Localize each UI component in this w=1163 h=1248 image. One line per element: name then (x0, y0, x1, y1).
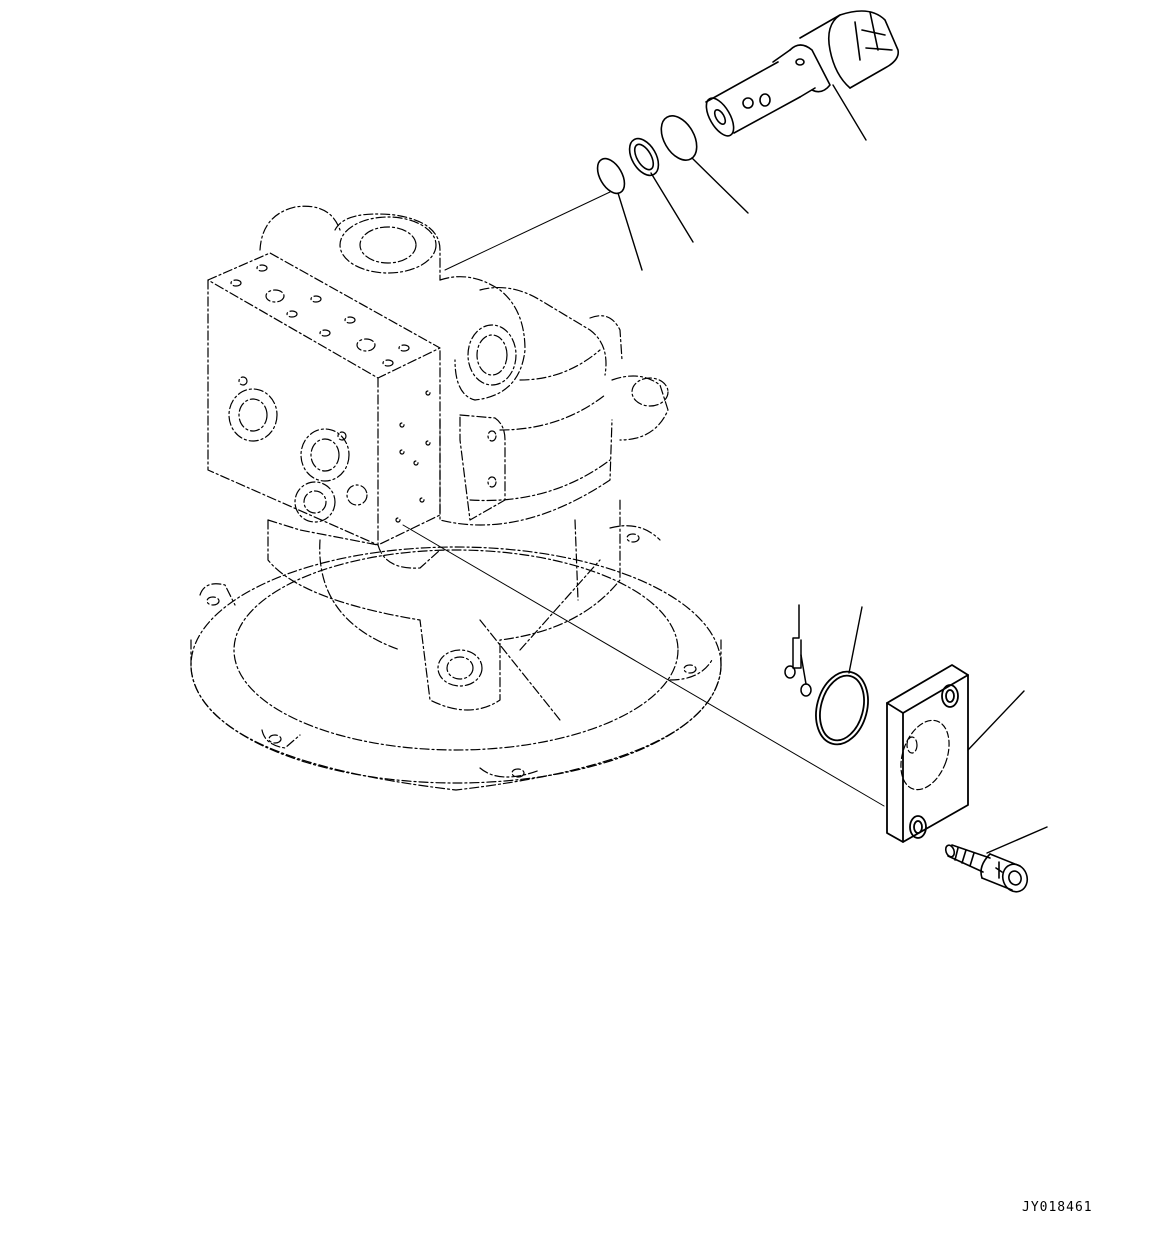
socket-head-bolt (944, 844, 1029, 893)
leader-line (650, 172, 694, 243)
swing-motor-assembly (190, 205, 722, 791)
cover-plate (886, 664, 969, 843)
backup-ring (628, 137, 660, 177)
leader-line (967, 690, 1025, 751)
o-ring-large (660, 115, 698, 161)
leader-line (691, 157, 749, 214)
relief-valve-cartridge (705, 10, 900, 137)
o-ring-cover (815, 670, 869, 746)
assembly-line (444, 191, 611, 271)
leader-line (617, 192, 643, 271)
leader-line (986, 826, 1048, 854)
o-ring-small (596, 157, 626, 195)
drawing-reference-code: JY018461 (1022, 1200, 1093, 1215)
leader-line (832, 84, 867, 141)
plug-set (784, 604, 812, 697)
assembly-line (402, 524, 885, 807)
leader-line (848, 606, 863, 674)
